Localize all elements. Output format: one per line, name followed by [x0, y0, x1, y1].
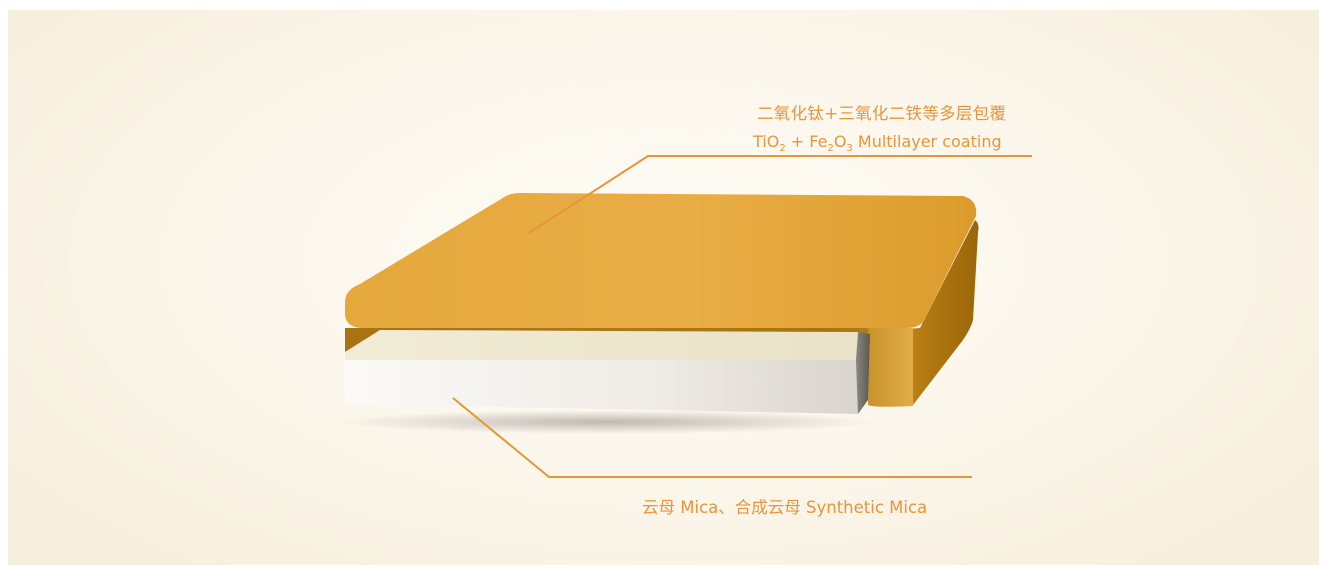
pigment-layer-illustration — [338, 155, 1032, 478]
coating-label-chinese: 二氧化钛+三氧化二铁等多层包覆 — [757, 104, 1007, 123]
coating-top-face — [345, 193, 977, 328]
coating-leader-line — [528, 155, 1032, 234]
platelet-shadow — [338, 410, 878, 434]
coating-suffix-text: Multilayer coating — [852, 132, 1002, 151]
substrate-label: 云母 Mica、合成云母 Synthetic Mica — [642, 498, 928, 517]
o-subscript: 3 — [846, 143, 853, 154]
mica-front-face — [345, 360, 858, 414]
o-text: O — [833, 132, 847, 151]
tio-subscript: 2 — [779, 143, 786, 154]
coating-label-english: TiO2 + Fe2O3 Multilayer coating — [753, 132, 1002, 154]
diagram-canvas: 二氧化钛+三氧化二铁等多层包覆 TiO2 + Fe2O3 Multilayer … — [8, 10, 1319, 565]
plus-fe-text: + Fe — [785, 132, 828, 151]
mica-top-face — [345, 330, 858, 360]
tio-text: TiO — [753, 132, 780, 151]
mica-end-face — [856, 332, 870, 414]
fe-subscript: 2 — [827, 143, 834, 154]
mica-leader-line — [452, 397, 972, 478]
